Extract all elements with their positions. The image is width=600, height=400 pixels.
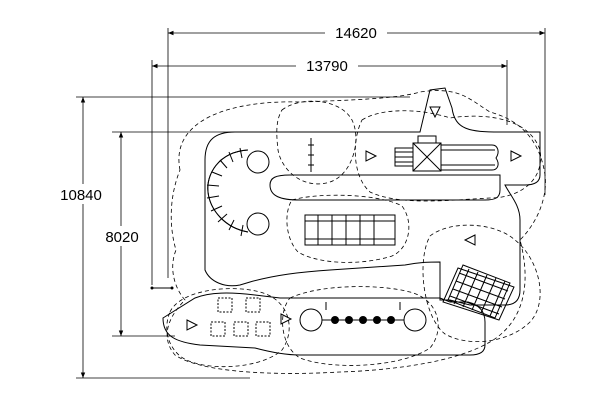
curved-climber — [206, 147, 270, 237]
inner-width-label: 13790 — [306, 58, 348, 75]
play-tower-slide — [394, 135, 499, 172]
left-marker — [150, 286, 174, 290]
stepping-pads — [210, 297, 271, 337]
balance-beam — [299, 302, 427, 332]
overall-height-label: 10840 — [60, 187, 102, 204]
cargo-net — [442, 264, 515, 321]
safety-zones — [166, 90, 546, 374]
playground-equipment — [150, 106, 523, 337]
direction-markers — [186, 106, 523, 331]
inner-height-label: 8020 — [105, 229, 138, 246]
climbing-frame — [304, 214, 396, 246]
path-outline — [162, 87, 541, 356]
dimension-lines: 14620 13790 10840 8020 — [52, 22, 546, 379]
vertical-ladder — [308, 138, 314, 172]
overall-width-label: 14620 — [335, 25, 377, 42]
